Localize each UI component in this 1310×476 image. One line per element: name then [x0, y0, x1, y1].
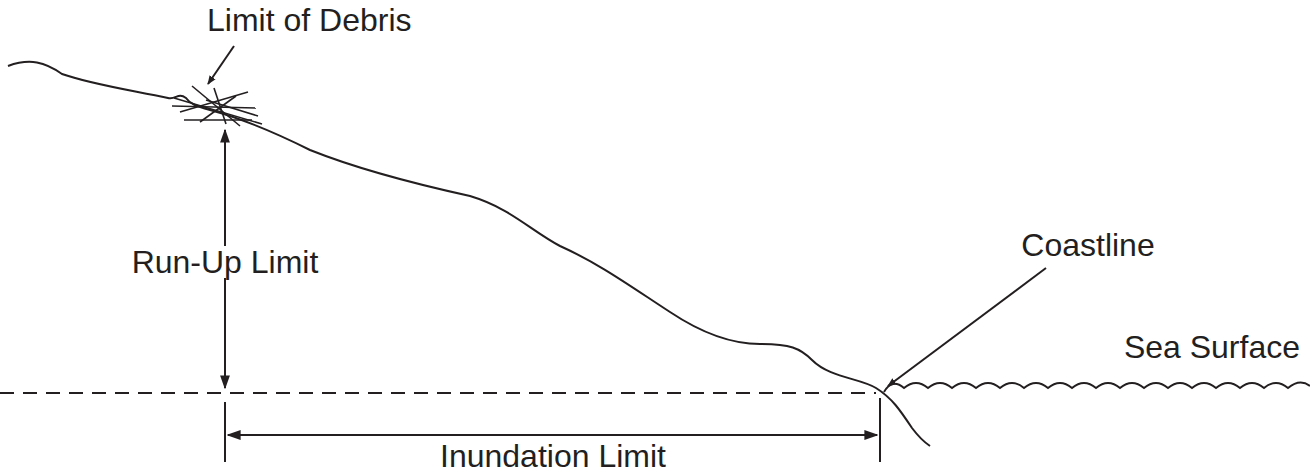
label-text: Run-Up Limit: [126, 246, 325, 278]
label-text: Sea Surface: [1124, 331, 1300, 363]
label-text: Limit of Debris: [207, 4, 412, 36]
sea-surface-waves: [884, 382, 1310, 392]
tick-line: [879, 398, 881, 462]
tick-line: [224, 402, 226, 462]
ground-profile: [8, 62, 930, 446]
leader-arrow: [888, 268, 1046, 386]
leader-arrow: [208, 46, 234, 84]
label-text: Coastline: [1021, 229, 1154, 261]
debris-pile: [172, 86, 262, 126]
inundation-arrow: [228, 434, 877, 436]
label-text: Inundation Limit: [434, 440, 672, 472]
sea-level-line: [0, 392, 876, 394]
